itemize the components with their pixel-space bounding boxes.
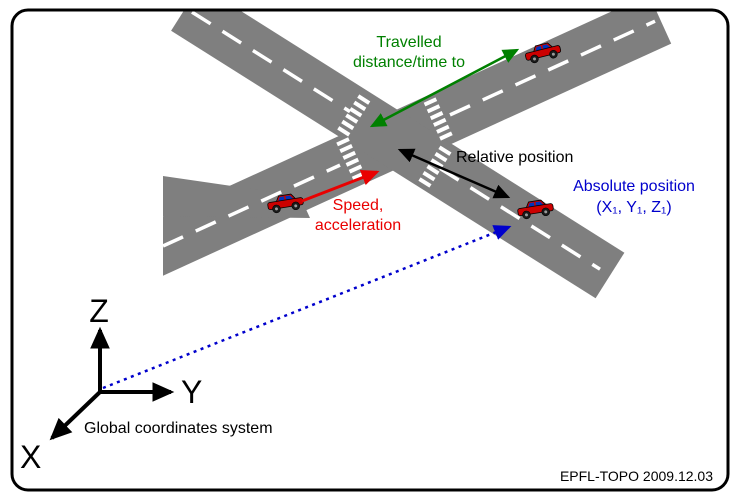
label-relative-position: Relative position — [456, 149, 573, 166]
label-absolute-line1: Absolute position — [573, 178, 695, 195]
arrow-travelled-distance — [369, 48, 520, 128]
road-southeast — [171, 11, 625, 299]
label-travelled-line2: distance/time to — [353, 54, 465, 71]
figure-border — [10, 8, 730, 492]
label-speed-line2: acceleration — [315, 217, 401, 234]
label-travelled-line1: Travelled — [376, 34, 441, 51]
axis-label-y: Y — [181, 374, 202, 410]
lane-marking-ne-lower — [162, 163, 341, 248]
arrow-absolute-position — [102, 225, 512, 390]
lane-marking-se-upper — [191, 11, 351, 114]
axis-x — [49, 390, 102, 441]
label-credit: EPFL-TOPO 2009.12.03 — [560, 468, 713, 484]
axis-label-z: Z — [89, 293, 109, 329]
lane-marking-se-lower — [439, 166, 601, 271]
label-global-coords: Global coordinates system — [84, 420, 273, 437]
arrow-speed-acceleration — [301, 169, 380, 203]
axis-label-x: X — [20, 439, 41, 475]
label-absolute-line2: (X₁, Y₁, Z₁) — [596, 199, 671, 216]
arrow-relative-position — [397, 148, 511, 199]
label-speed-line1: Speed, — [333, 197, 384, 214]
